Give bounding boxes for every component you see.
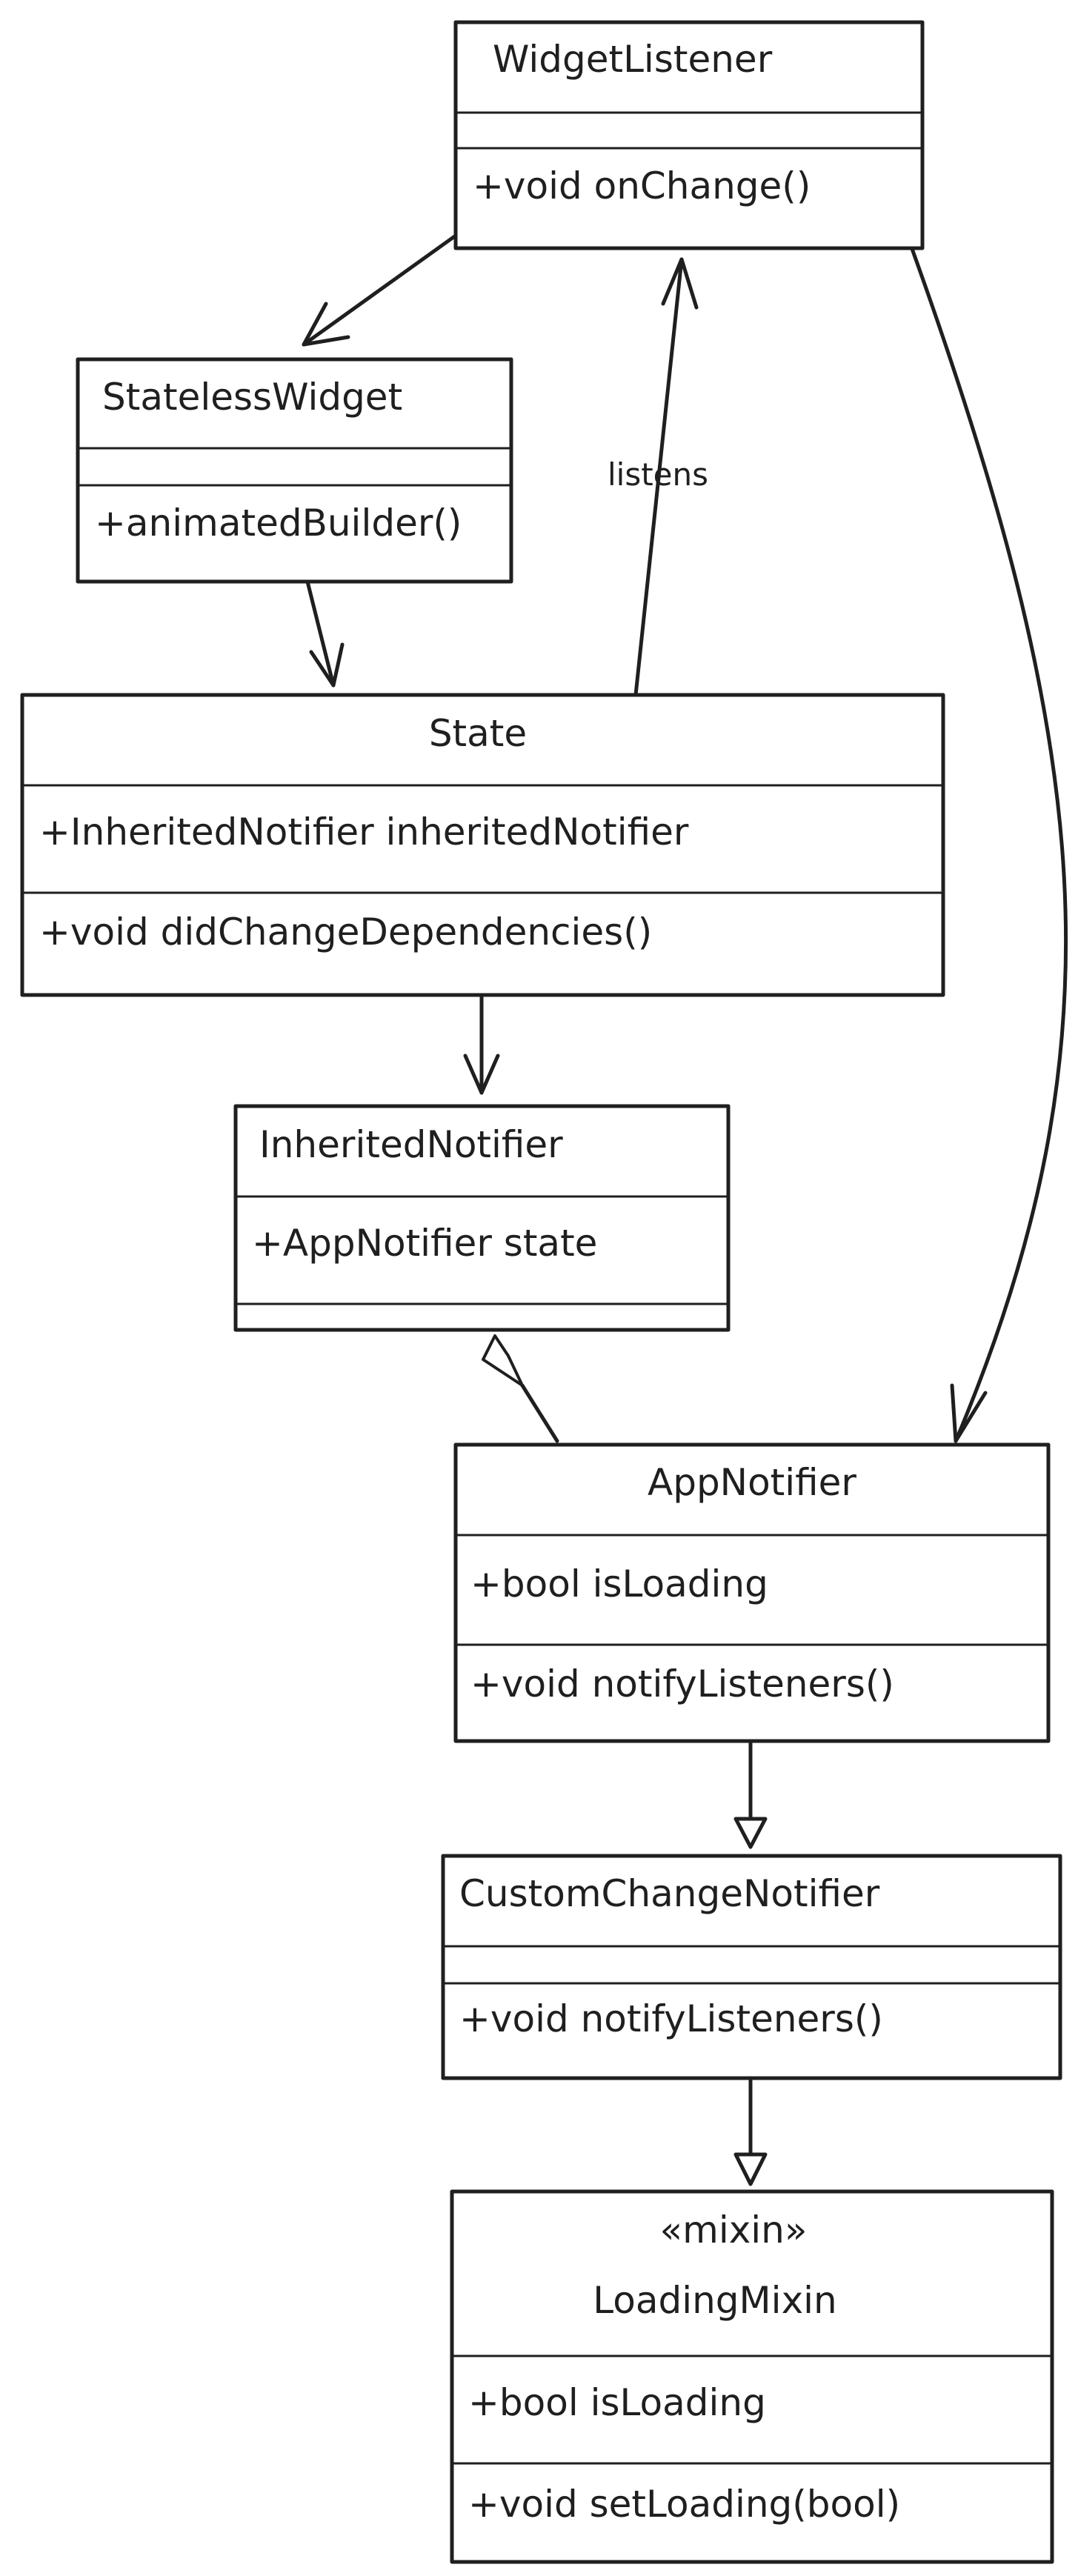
- class-appnotifier: AppNotifier +bool isLoading +void notify…: [453, 1442, 1051, 1743]
- edge-widgetlistener-to-appnotifier: [909, 244, 1068, 1443]
- class-name: State: [429, 712, 527, 755]
- class-name: LoadingMixin: [593, 2279, 836, 2322]
- class-method: +void onChange(): [473, 164, 811, 207]
- class-attribute: +AppNotifier state: [252, 1222, 597, 1265]
- class-attribute: +bool isLoading: [468, 2381, 766, 2424]
- class-method: +void notifyListeners(): [459, 1997, 883, 2040]
- edge-statelesswidget-to-state: [305, 579, 345, 688]
- class-statelesswidget: StatelessWidget +animatedBuilder(): [76, 357, 513, 584]
- edge-inheritednotifier-aggregates-appnotifier: [482, 1334, 559, 1443]
- edge-state-listens-widgetlistener: [633, 257, 699, 697]
- edge-appnotifier-extends-customchangenotifier: [733, 1739, 768, 1849]
- class-name: CustomChangeNotifier: [459, 1872, 880, 1915]
- class-attribute: +InheritedNotifier inheritedNotifier: [39, 811, 689, 853]
- edge-customchangenotifier-extends-loadingmixin: [733, 2076, 768, 2186]
- class-method: +void setLoading(bool): [468, 2483, 900, 2526]
- class-name: WidgetListener: [493, 38, 773, 81]
- class-loadingmixin: «mixin» LoadingMixin +bool isLoading +vo…: [450, 2189, 1054, 2564]
- edge-widgetlistener-to-statelesswidget: [302, 233, 458, 347]
- class-attribute: +bool isLoading: [470, 1562, 768, 1605]
- class-stereotype: «mixin»: [660, 2209, 808, 2251]
- class-widgetlistener: WidgetListener +void onChange(): [453, 20, 925, 250]
- class-customchangenotifier: CustomChangeNotifier +void notifyListene…: [441, 1854, 1062, 2080]
- class-method: +animatedBuilder(): [95, 502, 462, 545]
- class-state: State +InheritedNotifier inheritedNotifi…: [20, 693, 945, 997]
- class-name: AppNotifier: [648, 1461, 856, 1504]
- class-name: InheritedNotifier: [259, 1123, 563, 1166]
- class-name: StatelessWidget: [102, 376, 402, 419]
- class-method: +void didChangeDependencies(): [39, 911, 652, 953]
- class-method: +void notifyListeners(): [470, 1663, 894, 1705]
- edge-label-listens: listens: [608, 456, 708, 493]
- class-inheritednotifier: InheritedNotifier +AppNotifier state: [233, 1104, 731, 1332]
- edge-state-to-inheritednotifier: [463, 994, 500, 1095]
